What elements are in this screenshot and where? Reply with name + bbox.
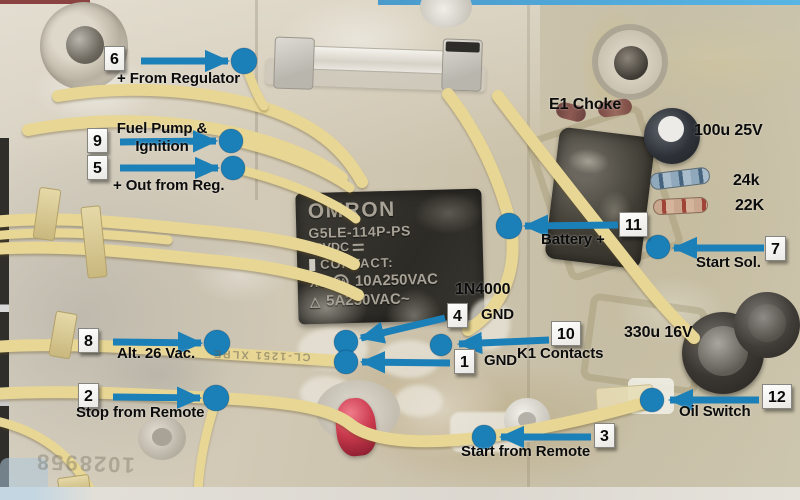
callout-label-5: + Out from Reg. [113,177,225,194]
callout-dot-3 [471,424,497,450]
callout-dot-2 [202,384,230,412]
photo-edge-left [0,138,9,500]
callout-arrow-8 [112,331,204,354]
component-label: 330u 16V [624,324,693,341]
component-label: 100u 25V [694,122,763,139]
callout-badge-7: 7 [765,236,786,261]
callout-label-6: + From Regulator [117,70,240,87]
stamped-text: CL-1251 XLPE [211,347,311,363]
callout-badge-6: 6 [104,46,125,71]
callout-dot-1 [333,349,359,375]
screw [66,26,104,64]
photo-edge-top-left [0,0,90,4]
callout-dot-9 [218,128,244,154]
photo-edge-bottom [0,487,800,500]
callout-label-12: Oil Switch [679,403,751,420]
callout-label-10: K1 Contacts [517,345,604,362]
callout-badge-2: 2 [78,383,99,408]
stamped-text: 1028958 [34,449,136,478]
component-label: 24k [733,172,760,189]
screw [614,46,648,80]
callout-arrow-2 [112,386,203,409]
callout-badge-11: 11 [619,212,648,237]
callout-badge-9: 9 [87,128,108,153]
capacitor-330u [734,292,800,358]
solder-blob [395,385,443,417]
callout-label-11: Battery + [541,231,605,248]
callout-label-3: Start from Remote [461,443,591,460]
photo-edge-top [378,0,800,5]
callout-badge-10: 10 [551,321,581,346]
component-label: 1N4000 [455,281,511,298]
callout-label-1: GND [484,352,518,369]
callout-badge-8: 8 [78,328,99,353]
callout-arrow-11 [522,214,619,237]
callout-badge-5: 5 [87,155,108,180]
callout-arrow-9 [119,130,219,153]
callout-label-2: Stop from Remote [76,404,205,421]
component-label: E1 Choke [549,96,622,113]
callout-arrow-1 [359,351,451,374]
callout-dot-12 [639,387,665,413]
callout-label-9: Fuel Pump & Ignition [116,120,208,155]
capacitor-vent [658,116,684,142]
callout-dot-11 [495,212,523,240]
callout-dot-5 [220,155,246,181]
callout-label-4: GND [481,306,515,323]
component-label: 22K [735,197,765,214]
callout-dot-6 [230,47,258,75]
callout-dot-7 [645,234,671,260]
callout-badge-3: 3 [594,423,615,448]
capacitor-top [748,304,786,342]
screw [152,428,172,446]
callout-label-7: Start Sol. [696,254,761,271]
board-seam [527,0,530,500]
callout-arrow-10 [456,331,550,355]
callout-badge-1: 1 [454,349,475,374]
callout-dot-10 [429,333,453,357]
callout-arrow-4 [358,314,446,344]
callout-badge-12: 12 [762,384,792,409]
capacitor-100u [644,108,700,164]
callout-label-8: Alt. 26 Vac. [117,345,196,362]
callout-badge-4: 4 [447,303,468,328]
callout-dot-8 [203,329,231,357]
